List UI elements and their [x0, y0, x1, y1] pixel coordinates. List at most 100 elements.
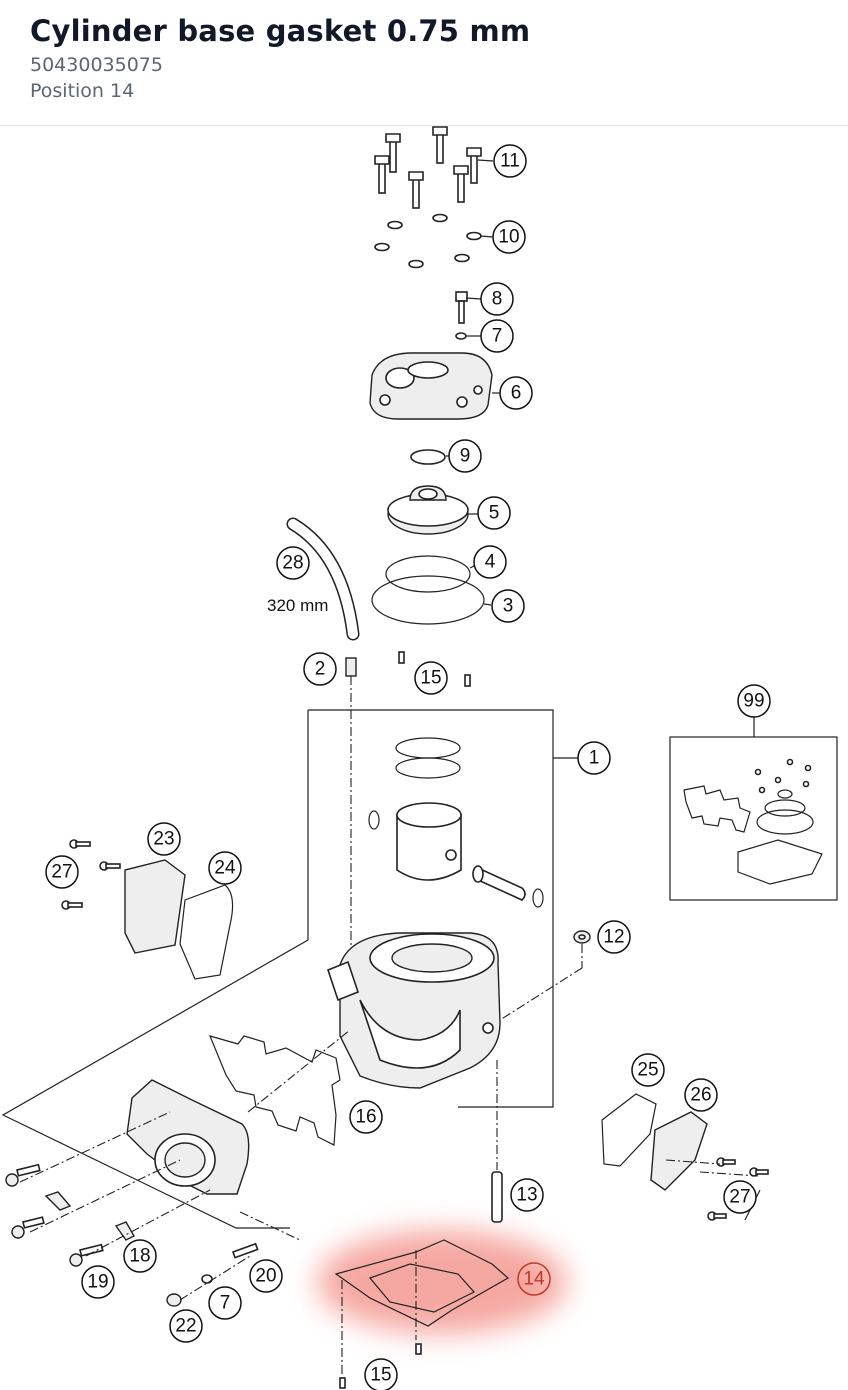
svg-text:26: 26 [690, 1085, 711, 1106]
piston[interactable] [396, 802, 462, 881]
callout-23[interactable]: 23 [147, 822, 181, 856]
callout-leaders [446, 159, 761, 1221]
callout-15-bottom[interactable]: 15 [364, 1358, 398, 1390]
piston-pin[interactable] [472, 865, 526, 901]
svg-text:8: 8 [492, 289, 503, 310]
svg-text:6: 6 [511, 383, 522, 404]
intake-flange[interactable] [126, 1079, 250, 1195]
fitting-2[interactable] [345, 657, 357, 950]
callout-22[interactable]: 22 [169, 1309, 203, 1343]
svg-text:10: 10 [498, 227, 519, 248]
svg-text:18: 18 [129, 1246, 150, 1267]
gasket-16[interactable] [208, 1035, 341, 1146]
callout-28[interactable]: 28 [276, 546, 310, 580]
o-ring-9[interactable] [410, 449, 446, 465]
bleed-screw-12[interactable] [499, 930, 591, 1021]
svg-text:1: 1 [589, 748, 600, 769]
cover-23[interactable] [124, 859, 186, 954]
callout-11[interactable]: 11 [493, 144, 527, 178]
cylinder[interactable] [327, 932, 501, 1089]
callout-19[interactable]: 19 [81, 1265, 115, 1299]
callout-15-top[interactable]: 15 [414, 661, 448, 695]
callout-24[interactable]: 24 [208, 851, 242, 885]
callout-25[interactable]: 25 [631, 1053, 665, 1087]
callout-12[interactable]: 12 [597, 920, 631, 954]
cylinder-head-cover-6[interactable] [369, 352, 493, 420]
bolt-set-11[interactable] [374, 126, 482, 209]
assembly-guide-lines [19, 1029, 759, 1301]
svg-text:27: 27 [51, 862, 72, 883]
callout-7-top[interactable]: 7 [480, 319, 514, 353]
svg-text:24: 24 [214, 858, 236, 879]
svg-text:9: 9 [460, 446, 471, 467]
callout-27-left[interactable]: 27 [45, 855, 79, 889]
svg-text:2: 2 [315, 659, 326, 680]
svg-text:20: 20 [255, 1266, 276, 1287]
callout-6[interactable]: 6 [499, 376, 533, 410]
gasket-25[interactable] [601, 1093, 657, 1167]
selected-part-highlight [317, 1230, 567, 1334]
svg-text:27: 27 [729, 1187, 750, 1208]
clip-bracket[interactable] [44, 1191, 72, 1211]
svg-text:16: 16 [355, 1107, 376, 1128]
svg-text:19: 19 [87, 1272, 108, 1293]
piston-rings[interactable] [395, 737, 461, 779]
svg-text:5: 5 [489, 503, 500, 524]
callout-13[interactable]: 13 [510, 1178, 544, 1212]
callout-99[interactable]: 99 [737, 684, 771, 718]
head-insert-5[interactable] [387, 485, 469, 535]
circlip-right[interactable] [532, 888, 544, 908]
svg-text:23: 23 [153, 829, 174, 850]
part-position: Position 14 [30, 80, 135, 102]
gasket-24[interactable] [179, 884, 234, 980]
svg-text:28: 28 [282, 553, 303, 574]
svg-text:3: 3 [503, 596, 514, 617]
cylinder-assembly-frame-1 [1, 709, 578, 1229]
svg-text:12: 12 [603, 927, 624, 948]
hose-length-label: 320 mm [267, 596, 328, 615]
dowel-15b[interactable] [464, 674, 471, 687]
nut-22[interactable] [166, 1293, 182, 1307]
cover-26[interactable] [650, 1111, 708, 1191]
stud-20[interactable] [231, 1242, 259, 1259]
callout-27-right[interactable]: 27 [723, 1180, 757, 1214]
washer-set-10[interactable] [374, 213, 482, 269]
o-ring-3[interactable] [371, 575, 485, 625]
callout-16[interactable]: 16 [349, 1100, 383, 1134]
callout-2[interactable]: 2 [303, 652, 337, 686]
svg-text:4: 4 [485, 552, 496, 573]
part-header: Cylinder base gasket 0.75 mm 50430035075… [0, 0, 848, 126]
callout-14[interactable]: 14 [517, 1262, 551, 1296]
bolt-19[interactable] [69, 1243, 104, 1267]
screw-8[interactable] [455, 291, 468, 324]
svg-text:22: 22 [175, 1316, 196, 1337]
callout-9[interactable]: 9 [448, 439, 482, 473]
circlip-left[interactable] [368, 810, 380, 830]
callout-4[interactable]: 4 [473, 545, 507, 579]
part-number: 50430035075 [30, 54, 163, 76]
clip-18[interactable] [114, 1221, 135, 1241]
callout-8[interactable]: 8 [480, 282, 514, 316]
svg-text:25: 25 [637, 1060, 658, 1081]
svg-text:7: 7 [220, 1293, 231, 1314]
washer-7b[interactable] [201, 1274, 213, 1284]
washer-7[interactable] [455, 332, 467, 340]
callout-10[interactable]: 10 [492, 220, 526, 254]
callout-26[interactable]: 26 [684, 1078, 718, 1112]
part-title: Cylinder base gasket 0.75 mm [30, 14, 531, 48]
gasket-kit-99[interactable] [669, 713, 838, 901]
svg-text:15: 15 [370, 1365, 391, 1386]
svg-text:99: 99 [743, 691, 764, 712]
dowel-15a[interactable] [398, 651, 405, 664]
callout-20[interactable]: 20 [249, 1259, 283, 1293]
cylinder-base-gasket-14[interactable] [334, 1239, 510, 1389]
callout-3[interactable]: 3 [491, 589, 525, 623]
stud-13[interactable] [491, 1060, 503, 1223]
bolts-27-left[interactable] [61, 839, 121, 910]
callout-1[interactable]: 1 [577, 741, 611, 775]
bolt-long-left[interactable] [5, 1163, 45, 1239]
o-ring-4[interactable] [385, 555, 471, 593]
callout-5[interactable]: 5 [477, 496, 511, 530]
callout-18[interactable]: 18 [123, 1239, 157, 1273]
callout-7-bottom[interactable]: 7 [208, 1286, 242, 1320]
